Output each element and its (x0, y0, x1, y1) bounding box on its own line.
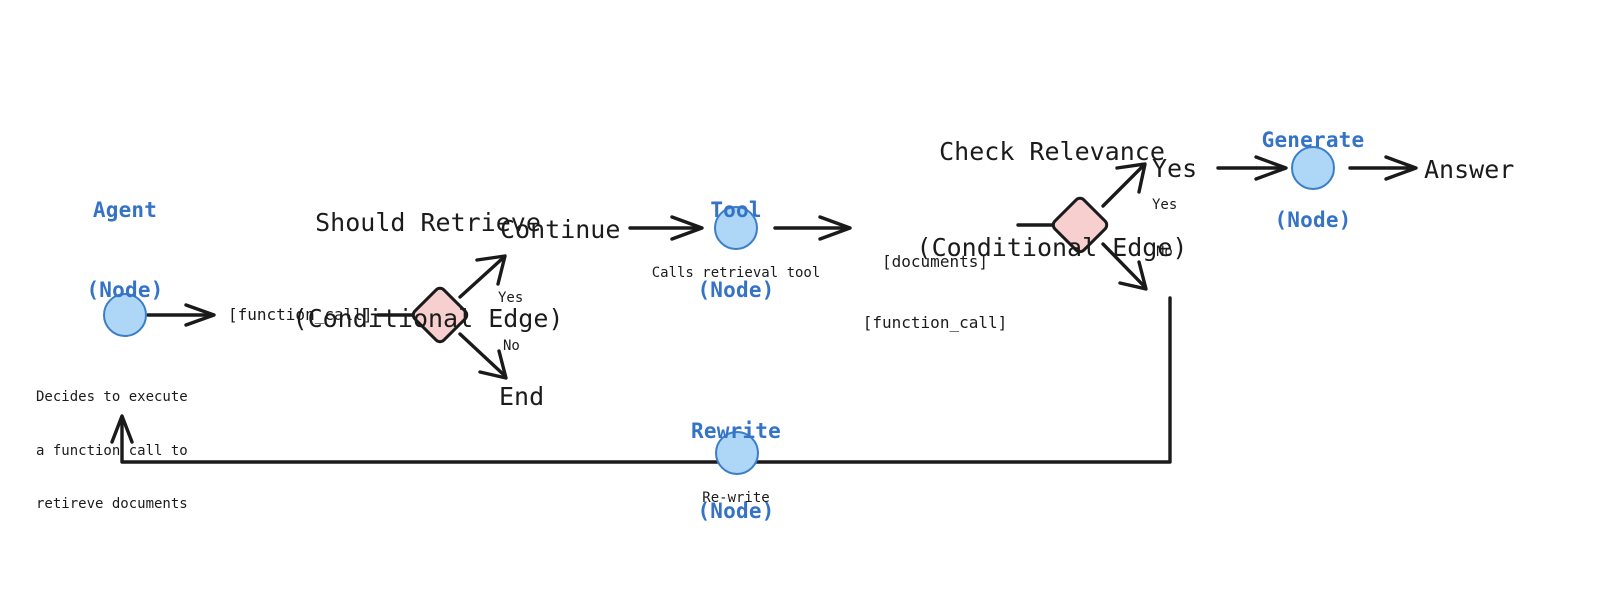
edge-label-documents: [documents] (882, 251, 988, 271)
edge-label-relevance-yes-small: Yes (1152, 197, 1178, 213)
node-title-tool-line2: (Node) (697, 278, 775, 303)
edge-label-function-call: [function_call] (228, 305, 373, 324)
caption-agent-line3: retireve documents (36, 496, 188, 513)
conditional-edge-title-should-retrieve: Should Retrieve (Conditional Edge) (293, 143, 564, 399)
node-agent-circle[interactable] (103, 293, 147, 337)
edge-label-relevance-no-small: No (1156, 244, 1173, 260)
edge-label-functioncall-2: [function_call] (862, 313, 1008, 333)
node-title-tool: Tool (Node) (697, 143, 774, 358)
edge-label-answer: Answer (1424, 155, 1515, 184)
node-title-agent-line1: Agent (92, 197, 158, 222)
node-title-rewrite-line1: Rewrite (691, 418, 781, 443)
node-title-tool-line1: Tool (710, 197, 762, 222)
node-title-generate-line1: Generate (1261, 127, 1365, 152)
node-title-agent: Agent (Node) (86, 143, 163, 358)
node-title-rewrite: Rewrite (Node) (691, 364, 781, 579)
edge-label-end: End (499, 382, 545, 411)
node-title-rewrite-line2: (Node) (697, 499, 775, 524)
caption-rewrite: Re-write (702, 490, 770, 506)
caption-agent-line1: Decides to execute (36, 388, 188, 405)
edge-label-should-retrieve-no: No (503, 338, 520, 354)
edge-tool-to-documents (773, 215, 852, 241)
caption-agent: Decides to execute a function call to re… (36, 353, 188, 550)
should-retrieve-title-line2: (Conditional Edge) (292, 304, 564, 333)
node-tool-circle[interactable] (714, 206, 758, 250)
caption-tool: Calls retrieval tool (651, 265, 821, 281)
check-relevance-title-line2: (Conditional Edge) (916, 233, 1188, 262)
node-title-generate: Generate (Node) (1262, 73, 1365, 288)
edge-continue-to-tool (628, 215, 704, 241)
caption-agent-line2: a function call to (36, 442, 188, 459)
node-title-generate-line2: (Node) (1274, 208, 1352, 233)
check-relevance-title-line1: Check Relevance (939, 137, 1165, 166)
node-generate-circle[interactable] (1291, 146, 1335, 190)
node-title-agent-line2: (Node) (86, 278, 164, 303)
edge-label-continue: Continue (500, 215, 621, 244)
conditional-edge-title-check-relevance: Check Relevance (Conditional Edge) (917, 72, 1188, 328)
edge-label-documents-functioncall: [documents] [function_call] (863, 211, 1008, 375)
edge-label-relevance-yes-big: Yes (1152, 154, 1198, 183)
edge-label-should-retrieve-yes: Yes (498, 290, 524, 306)
node-rewrite-circle[interactable] (715, 431, 759, 475)
should-retrieve-title-line1: Should Retrieve (315, 208, 541, 237)
